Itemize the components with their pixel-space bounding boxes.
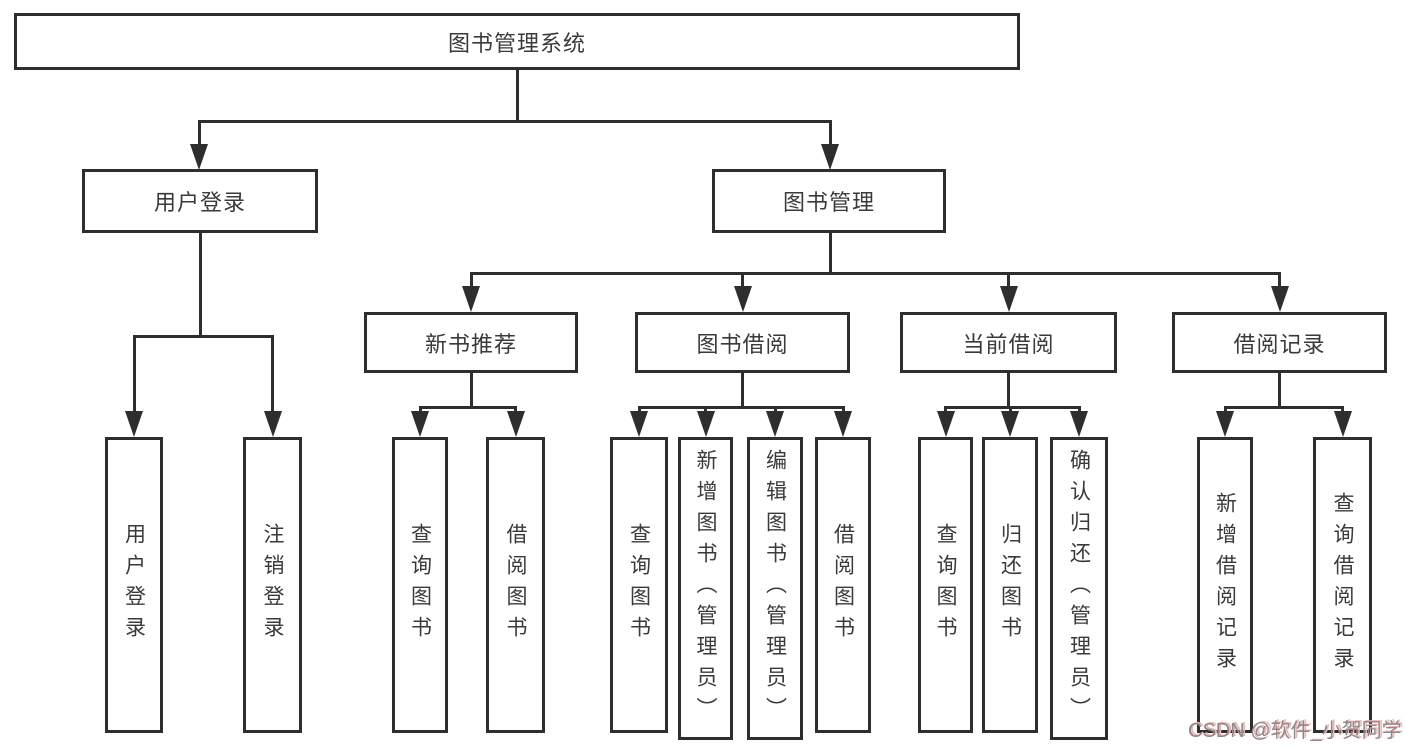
connector-new-book-recommendation-bar (418, 406, 517, 409)
leaf-query-borrow-record: 查询借阅记录 (1313, 437, 1372, 733)
connector-book-management-drop (828, 120, 832, 146)
leaf-borrow-books-borrowing: 借阅图书 (815, 437, 871, 733)
arrowhead-current-borrowing-icon (999, 286, 1018, 312)
arrowhead-leaf-return-books-icon (1001, 411, 1019, 437)
node-user-login-label: 用户登录 (153, 190, 246, 215)
connector-leaf-borrow-books-2-drop (841, 406, 845, 413)
node-root-label: 图书管理系统 (447, 30, 586, 56)
connector-user-login-drop (197, 120, 201, 146)
leaf-edit-books-admin: 编辑图书（管理员） (747, 437, 803, 740)
leaf-confirm-return-admin: 确认归还（管理员） (1050, 437, 1108, 740)
connector-leaf-return-books-drop (1008, 406, 1012, 413)
connector-leaf-query-books-2-drop (637, 406, 641, 413)
connector-root-stem (515, 70, 519, 122)
leaf-confirm-return-admin-label: 确认归还（管理员） (1067, 449, 1091, 728)
arrowhead-leaf-logout-icon (263, 411, 282, 437)
arrowhead-leaf-add-books-icon (696, 411, 715, 437)
leaf-user-login: 用户登录 (105, 437, 163, 733)
arrowhead-leaf-query-books-3-icon (936, 411, 955, 437)
node-borrowing-records-label: 借阅记录 (1233, 331, 1326, 357)
connector-current-borrowing-bar (944, 406, 1081, 409)
node-new-book-recommendation: 新书推荐 (364, 312, 578, 373)
leaf-borrow-books-borrowing-label: 借阅图书 (831, 523, 855, 647)
leaf-add-books-admin-label: 新增图书（管理员） (694, 449, 717, 728)
node-current-borrowing: 当前借阅 (900, 312, 1117, 373)
arrowhead-leaf-add-borrow-record-icon (1216, 411, 1234, 437)
node-borrowing-records: 借阅记录 (1172, 312, 1387, 373)
leaf-query-books-borrowing: 查询图书 (610, 437, 668, 733)
connector-leaf-query-books-1-drop (418, 406, 422, 413)
node-new-book-recommendation-label: 新书推荐 (424, 331, 517, 357)
connector-borrowing-records-stem (1278, 373, 1281, 408)
connector-borrowing-records-bar (1223, 406, 1344, 409)
connector-leaf-query-borrow-record-drop (1341, 406, 1344, 413)
leaf-add-borrow-record-label: 新增借阅记录 (1213, 492, 1237, 678)
arrowhead-leaf-confirm-return-icon (1070, 411, 1088, 437)
connector-new-book-recommendation-drop (469, 272, 473, 288)
arrowhead-borrowing-records-icon (1270, 286, 1289, 312)
arrowhead-book-management-icon (821, 144, 839, 170)
leaf-query-books-recommend-label: 查询图书 (408, 523, 432, 647)
connector-borrowing-records-drop (1278, 272, 1281, 288)
connector-leaf-confirm-return-drop (1077, 406, 1081, 413)
connector-leaf-add-borrow-record-drop (1223, 406, 1227, 413)
connector-leaf-add-books-drop (704, 406, 707, 413)
connector-leaf-query-books-3-drop (944, 406, 947, 413)
leaf-query-books-current-label: 查询图书 (934, 523, 957, 647)
leaf-query-books-borrowing-label: 查询图书 (627, 523, 651, 647)
connector-current-borrowing-drop (1007, 272, 1010, 288)
connector-book-borrowing-stem (741, 373, 744, 408)
arrowhead-leaf-borrow-books-2-icon (834, 411, 852, 437)
node-user-login: 用户登录 (82, 169, 318, 233)
arrowhead-leaf-user-login-icon (125, 411, 143, 437)
connector-book-borrowing-drop (741, 272, 744, 288)
leaf-borrow-books-recommend-label: 借阅图书 (504, 523, 527, 647)
leaf-logout-login: 注销登录 (243, 437, 302, 733)
csdn-watermark: CSDN @软件_小贺同学 (1188, 720, 1402, 742)
leaf-borrow-books-recommend: 借阅图书 (486, 437, 545, 733)
node-book-borrowing-label: 图书借阅 (696, 331, 789, 357)
connector-user-login-bar (132, 335, 274, 338)
arrowhead-leaf-query-borrow-record-icon (1333, 411, 1352, 437)
connector-user-login-stem (198, 233, 202, 338)
leaf-query-books-recommend: 查询图书 (392, 437, 448, 733)
leaf-add-borrow-record: 新增借阅记录 (1197, 437, 1253, 733)
leaf-query-books-current: 查询图书 (918, 437, 973, 733)
arrowhead-new-book-recommendation-icon (462, 286, 480, 312)
connector-leaf-logout-drop (271, 335, 274, 413)
node-current-borrowing-label: 当前借阅 (962, 331, 1055, 357)
connector-leaf-edit-books-drop (773, 406, 777, 413)
arrowhead-leaf-edit-books-icon (766, 411, 784, 437)
leaf-return-books: 归还图书 (982, 437, 1038, 733)
leaf-add-books-admin: 新增图书（管理员） (678, 437, 733, 740)
arrowhead-book-borrowing-icon (733, 286, 752, 312)
node-book-borrowing: 图书借阅 (635, 312, 850, 373)
connector-leaf-user-login-drop (132, 335, 136, 413)
connector-current-borrowing-stem (1007, 373, 1010, 408)
leaf-return-books-label: 归还图书 (998, 523, 1022, 647)
arrowhead-leaf-query-books-1-icon (411, 411, 429, 437)
connector-book-management-stem (828, 233, 832, 275)
connector-leaf-borrow-books-1-drop (514, 406, 517, 413)
node-book-management: 图书管理 (712, 169, 946, 233)
arrowhead-user-login-icon (190, 144, 208, 170)
leaf-query-borrow-record-label: 查询借阅记录 (1331, 492, 1354, 678)
connector-root-bar (197, 120, 832, 123)
leaf-edit-books-admin-label: 编辑图书（管理员） (763, 449, 787, 728)
arrowhead-leaf-borrow-books-1-icon (506, 411, 525, 437)
node-root: 图书管理系统 (14, 13, 1020, 70)
leaf-logout-login-label: 注销登录 (261, 523, 284, 647)
connector-new-book-recommendation-stem (469, 373, 473, 408)
node-book-management-label: 图书管理 (782, 190, 875, 215)
arrowhead-leaf-query-books-2-icon (630, 411, 648, 437)
connector-book-borrowing-bar (637, 406, 845, 409)
connector-book-management-bar (469, 272, 1281, 275)
leaf-user-login-label: 用户登录 (122, 523, 146, 647)
